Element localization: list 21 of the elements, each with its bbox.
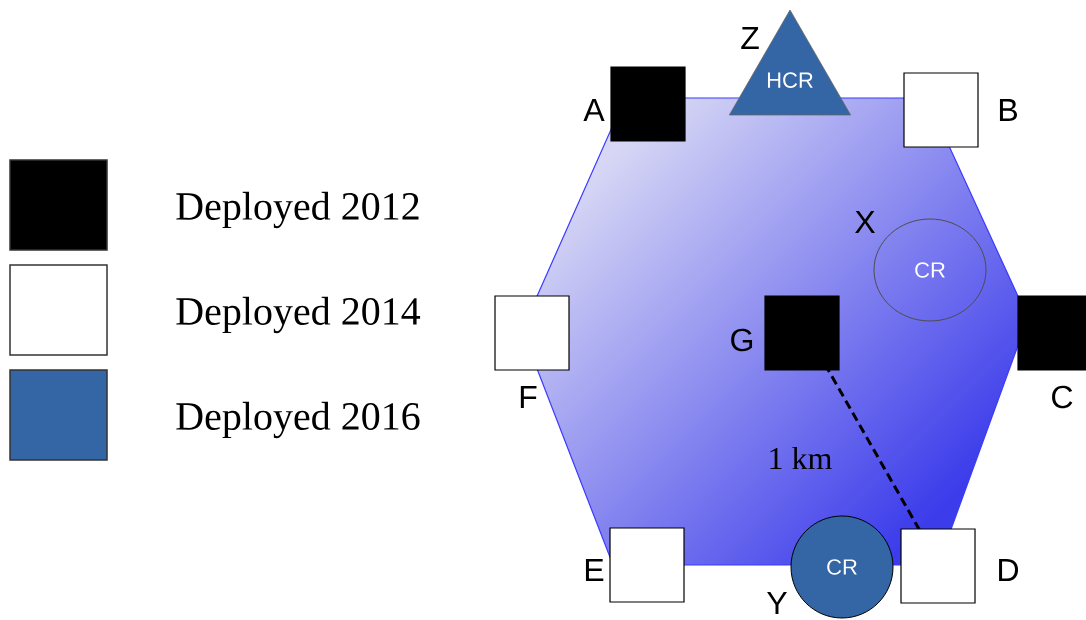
node-label: E: [585, 559, 604, 581]
node-label: D: [999, 559, 1019, 581]
legend-text: Deployed 2012: [176, 191, 419, 229]
sensor-square: [494, 295, 570, 371]
node-label: B: [999, 99, 1017, 121]
sensor-square: [903, 72, 979, 148]
sensor-square: [609, 527, 685, 603]
legend-text: Deployed 2016: [176, 401, 420, 439]
node-label: C: [1052, 385, 1073, 409]
node-label: F: [520, 386, 537, 408]
sensor-square: [610, 66, 686, 142]
sensor-square: [900, 528, 976, 604]
legend-text: Deployed 2014: [176, 296, 421, 334]
sensor-square: [1017, 295, 1086, 371]
node-label: A: [583, 99, 605, 121]
node-label: Z: [741, 27, 759, 49]
distance-label: 1 km: [770, 446, 832, 470]
node-label: Y: [767, 592, 787, 614]
node-label: G: [731, 328, 753, 352]
sensor-square: [764, 295, 840, 371]
node-label: X: [855, 211, 875, 233]
